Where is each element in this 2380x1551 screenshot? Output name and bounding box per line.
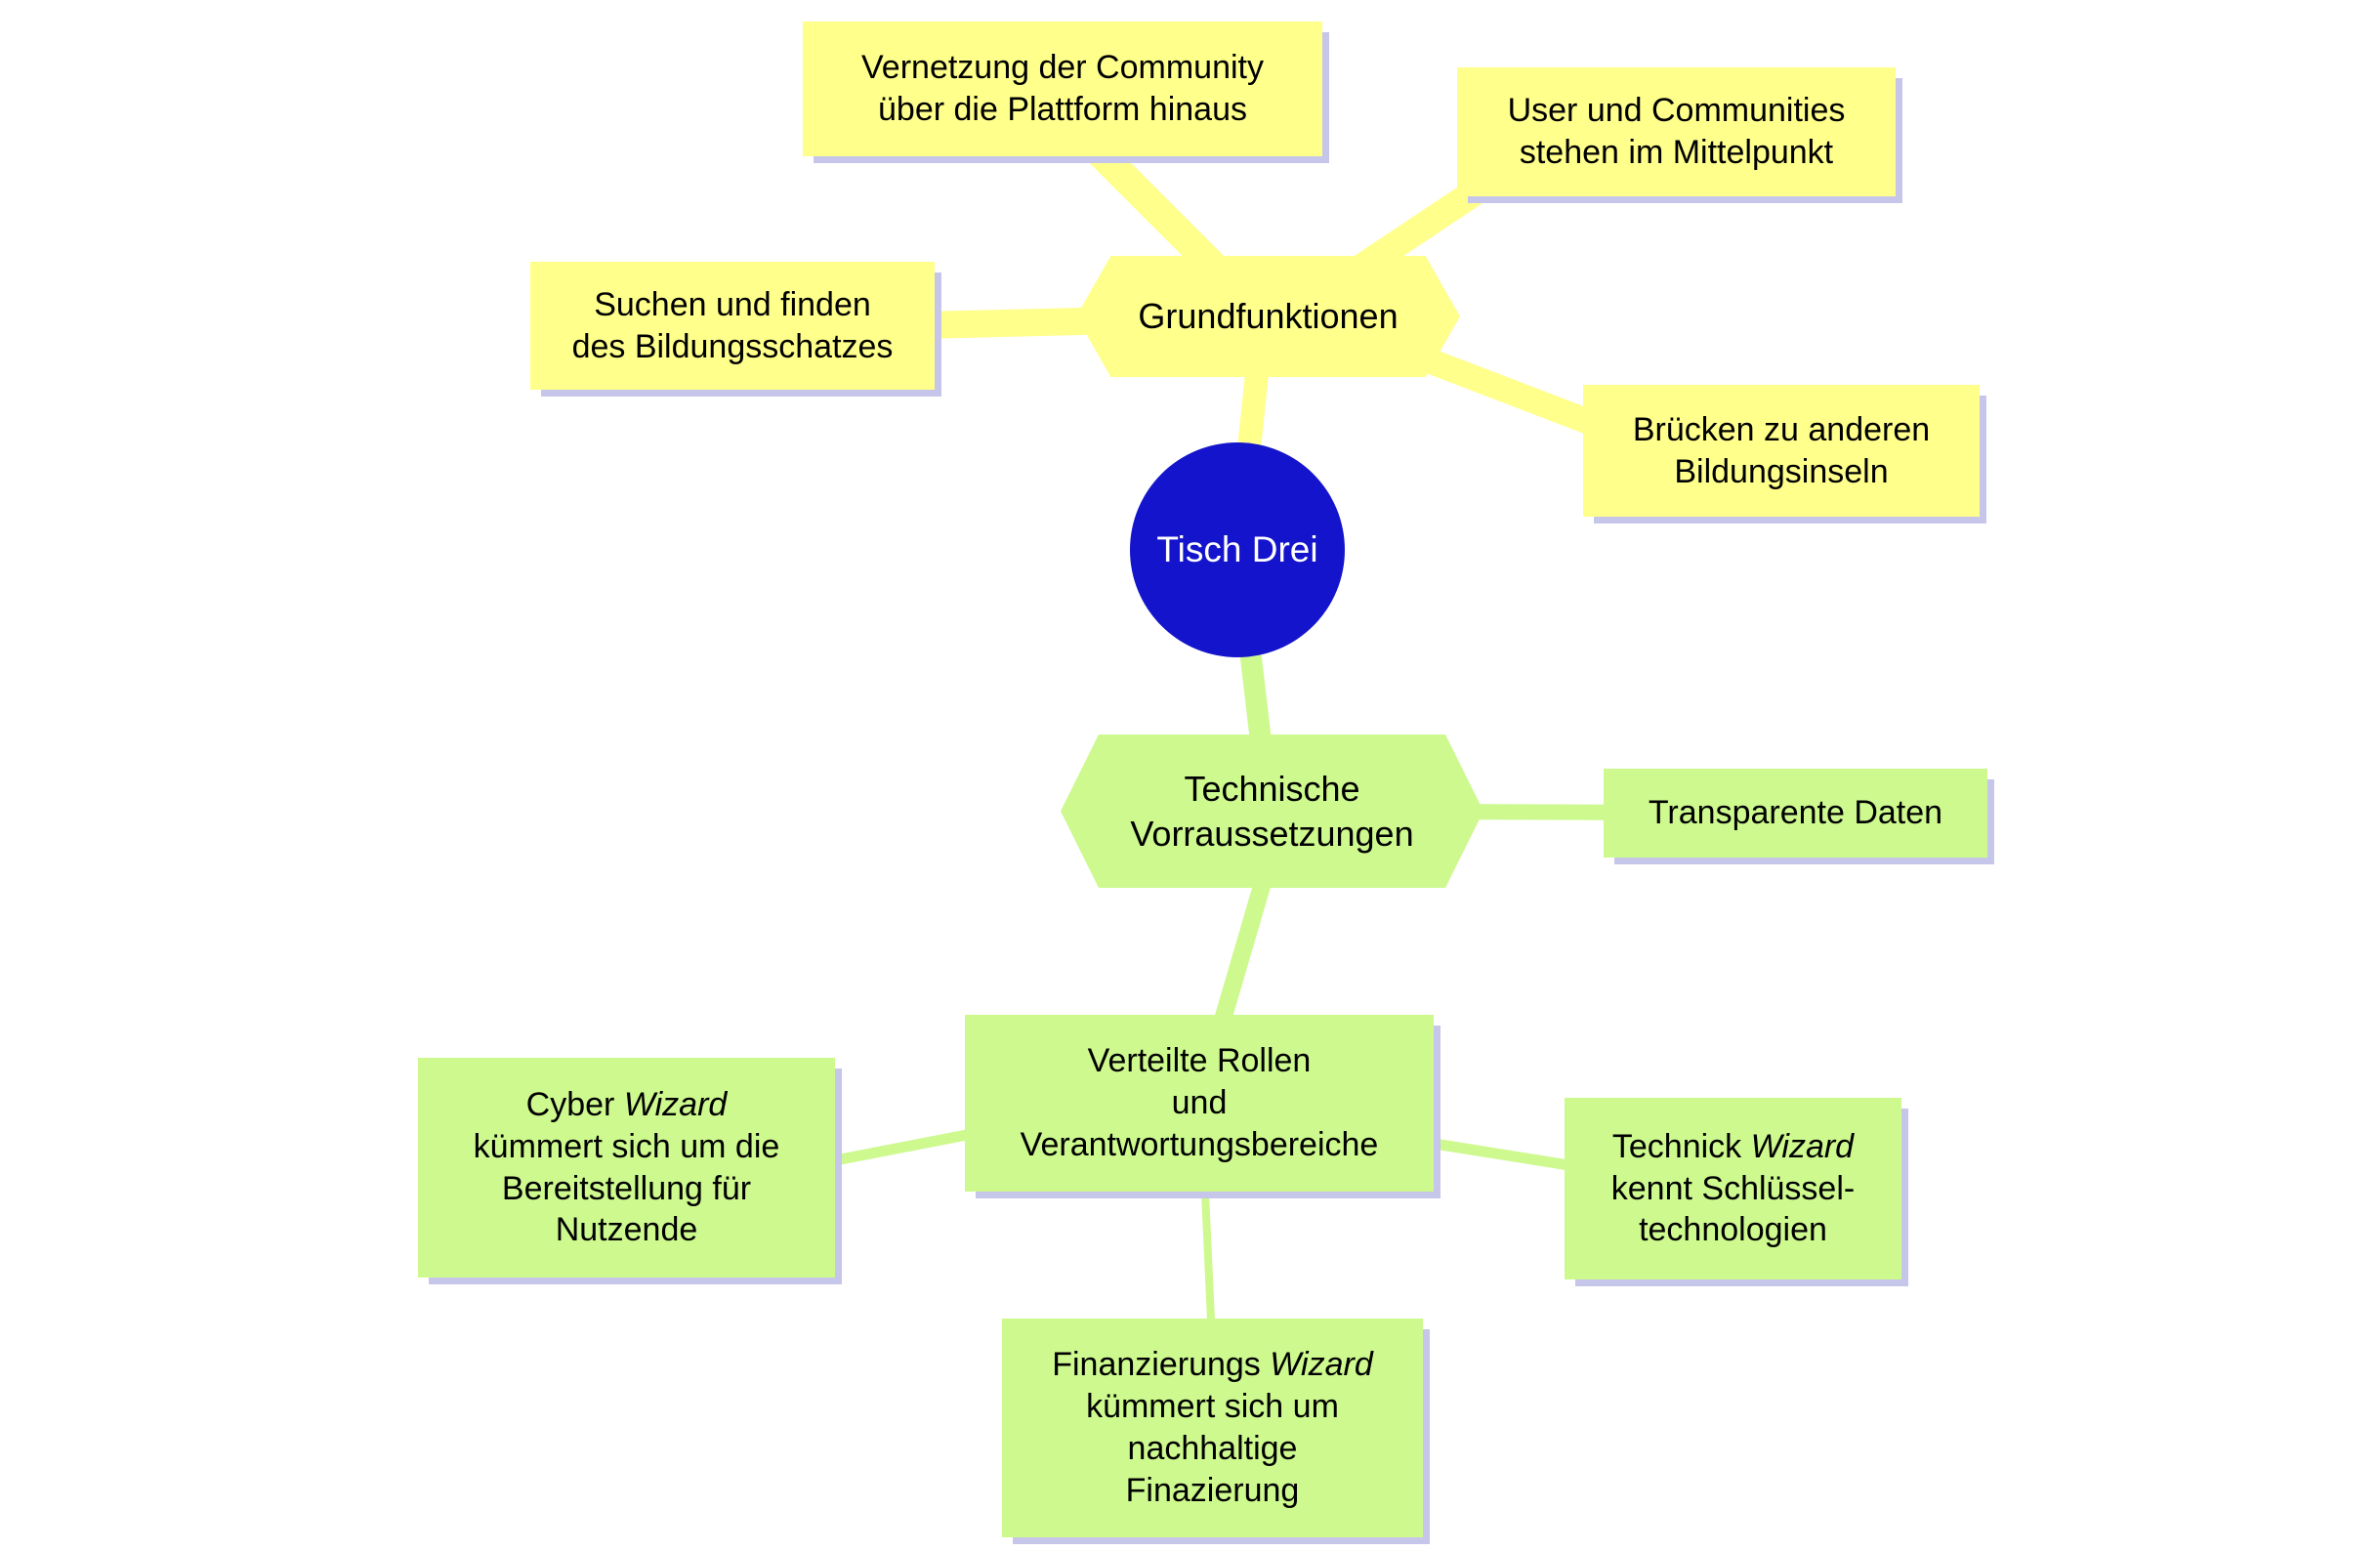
node-finanzierungs-wizard-label: Finanzierungs Wizard kümmert sich um nac…: [1052, 1346, 1373, 1509]
node-grundfunktionen-label: Grundfunktionen: [1138, 296, 1399, 337]
node-finanzierungs-wizard[interactable]: Finanzierungs Wizard kümmert sich um nac…: [1002, 1319, 1423, 1537]
node-vernetzung[interactable]: Vernetzung der Community über die Plattf…: [803, 21, 1322, 156]
node-user-communities-label: User und Communities stehen im Mittelpun…: [1507, 92, 1846, 171]
node-vernetzung-label: Vernetzung der Community über die Plattf…: [861, 49, 1264, 128]
node-transparente[interactable]: Transparente Daten: [1604, 769, 1987, 858]
node-user-communities[interactable]: User und Communities stehen im Mittelpun…: [1457, 67, 1896, 196]
node-technische[interactable]: Technische Vorraussetzungen: [1061, 734, 1483, 888]
node-bruecken-label: Brücken zu anderen Bildungsinseln: [1632, 410, 1931, 490]
edge-verteilte-cyber-wizard: [819, 1127, 982, 1168]
node-technische-label: Technische Vorraussetzungen: [1130, 769, 1414, 854]
node-transparente-label: Transparente Daten: [1648, 794, 1943, 832]
node-technick-wizard-label: Technick Wizard kennt Schlüssel- technol…: [1610, 1127, 1856, 1249]
node-verteilte-label: Verteilte Rollen und Verantwortungsberei…: [1020, 1042, 1379, 1163]
node-technick-wizard[interactable]: Technick Wizard kennt Schlüssel- technol…: [1565, 1098, 1901, 1279]
node-suchen[interactable]: Suchen und finden des Bildungsschatzes: [530, 262, 935, 390]
node-bruecken[interactable]: Brücken zu anderen Bildungsinseln: [1583, 385, 1980, 517]
node-root-tisch-drei[interactable]: Tisch Drei: [1130, 442, 1345, 657]
node-cyber-wizard-label: Cyber Wizard kümmert sich um die Bereits…: [473, 1085, 780, 1249]
node-cyber-wizard[interactable]: Cyber Wizard kümmert sich um die Bereits…: [418, 1058, 835, 1278]
node-verteilte[interactable]: Verteilte Rollen und Verantwortungsberei…: [965, 1015, 1434, 1192]
node-suchen-label: Suchen und finden des Bildungsschatzes: [571, 285, 894, 365]
node-root-label: Tisch Drei: [1156, 528, 1318, 569]
node-grundfunktionen[interactable]: Grundfunktionen: [1076, 256, 1460, 377]
